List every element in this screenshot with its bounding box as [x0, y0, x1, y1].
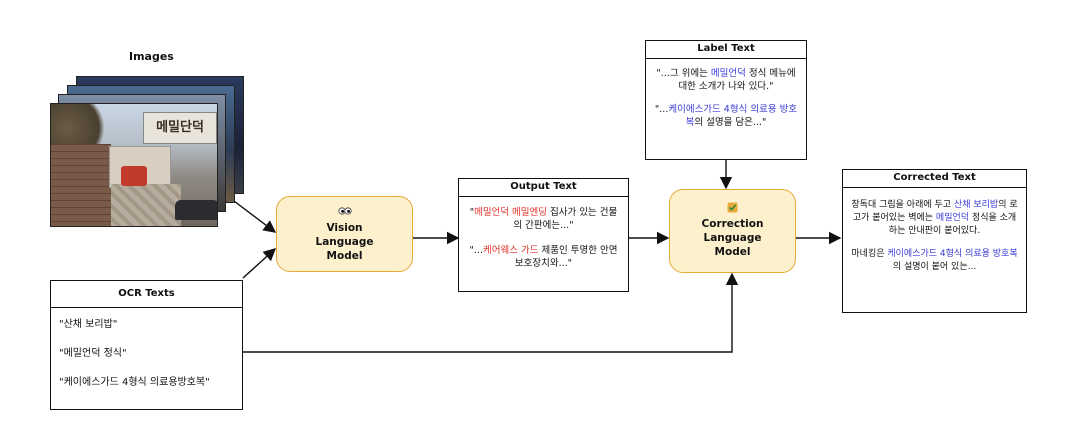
clm-label-line3: Model: [670, 245, 795, 259]
output-error-highlight-2: 케어웨스 가드: [483, 245, 538, 256]
output-text-header: Output Text: [459, 179, 628, 197]
correction-language-model-node: Correction Language Model: [669, 189, 796, 273]
output-text-para-1: "메밀언덕 메밀엔딩 집사가 있는 건물의 간판에는...": [467, 206, 620, 232]
ocr-texts-header: OCR Texts: [51, 281, 242, 308]
ocr-item-1: "산채 보리밥": [59, 318, 242, 332]
images-label: Images: [129, 50, 174, 63]
corrected-entity-highlight-2: 메밀언덕: [936, 213, 969, 223]
eyes-icon: [277, 207, 412, 218]
ocr-texts-body: "산채 보리밥" "메밀언덕 정식" "케이에스가드 4형식 의료용방호복": [51, 308, 242, 390]
vision-language-model-node: Vision Language Model: [276, 196, 413, 272]
image-building-photo: 메밀단덕: [50, 103, 218, 227]
label-entity-highlight-1: 메밀언덕: [711, 68, 746, 79]
corrected-entity-highlight-1: 산채 보리밥: [954, 200, 998, 210]
photo-red-banner: [121, 166, 147, 186]
output-error-highlight-1: 메밀언덕 메밀엔딩: [474, 207, 547, 218]
output-text-body: "메밀언덕 메밀엔딩 집사가 있는 건물의 간판에는..." "...케어웨스 …: [459, 197, 628, 276]
label-text-para-1: "...그 위에는 메밀언덕 정식 메뉴에 대한 소개가 나와 있다.": [654, 67, 798, 93]
output-text-box: Output Text "메밀언덕 메밀엔딩 집사가 있는 건물의 간판에는..…: [458, 178, 629, 292]
corrected-entity-highlight-3: 케이에스가드 4형식 의료용 방호복: [887, 249, 1017, 259]
label-text-body: "...그 위에는 메밀언덕 정식 메뉴에 대한 소개가 나와 있다." "..…: [646, 59, 806, 135]
corrected-text-box: Corrected Text 창독대 그림을 아래에 두고 산채 보리밥의 로고…: [842, 169, 1027, 313]
corrected-text-para-1: 창독대 그림을 아래에 두고 산채 보리밥의 로고가 붙어있는 벽에는 메밀언덕…: [851, 199, 1018, 238]
photo-stone-wall: [111, 184, 181, 227]
photo-brick-wall: [51, 144, 111, 227]
ocr-item-2: "메밀언덕 정식": [59, 347, 242, 361]
vlm-label-line2: Language: [277, 235, 412, 249]
ocr-texts-box: OCR Texts "산채 보리밥" "메밀언덕 정식" "케이에스가드 4형식…: [50, 280, 243, 410]
corrected-text-para-2: 마네킹은 케이에스가드 4형식 의료용 방호복의 설명이 붙어 있는...: [851, 248, 1018, 274]
photo-sign-board: 메밀단덕: [143, 112, 217, 144]
ocr-item-3: "케이에스가드 4형식 의료용방호복": [59, 376, 242, 390]
checkmark-shield-icon: [670, 202, 795, 215]
arrow-ocr-to-vlm: [243, 249, 275, 278]
vlm-label-line1: Vision: [277, 221, 412, 235]
vlm-label-line3: Model: [277, 249, 412, 263]
photo-car: [175, 200, 218, 220]
output-text-para-2: "...케어웨스 가드 제품인 투명한 안면 보호장치와...": [467, 244, 620, 270]
label-text-header: Label Text: [646, 41, 806, 59]
label-text-box: Label Text "...그 위에는 메밀언덕 정식 메뉴에 대한 소개가 …: [645, 40, 807, 160]
clm-label-line2: Language: [670, 231, 795, 245]
corrected-text-header: Corrected Text: [843, 170, 1026, 188]
label-text-para-2: "...케이에스가드 4형식 의료용 방호복의 설명을 담은...": [654, 103, 798, 129]
clm-label-line1: Correction: [670, 217, 795, 231]
corrected-text-body: 창독대 그림을 아래에 두고 산채 보리밥의 로고가 붙어있는 벽에는 메밀언덕…: [843, 188, 1026, 280]
arrow-images-to-vlm: [230, 198, 275, 232]
